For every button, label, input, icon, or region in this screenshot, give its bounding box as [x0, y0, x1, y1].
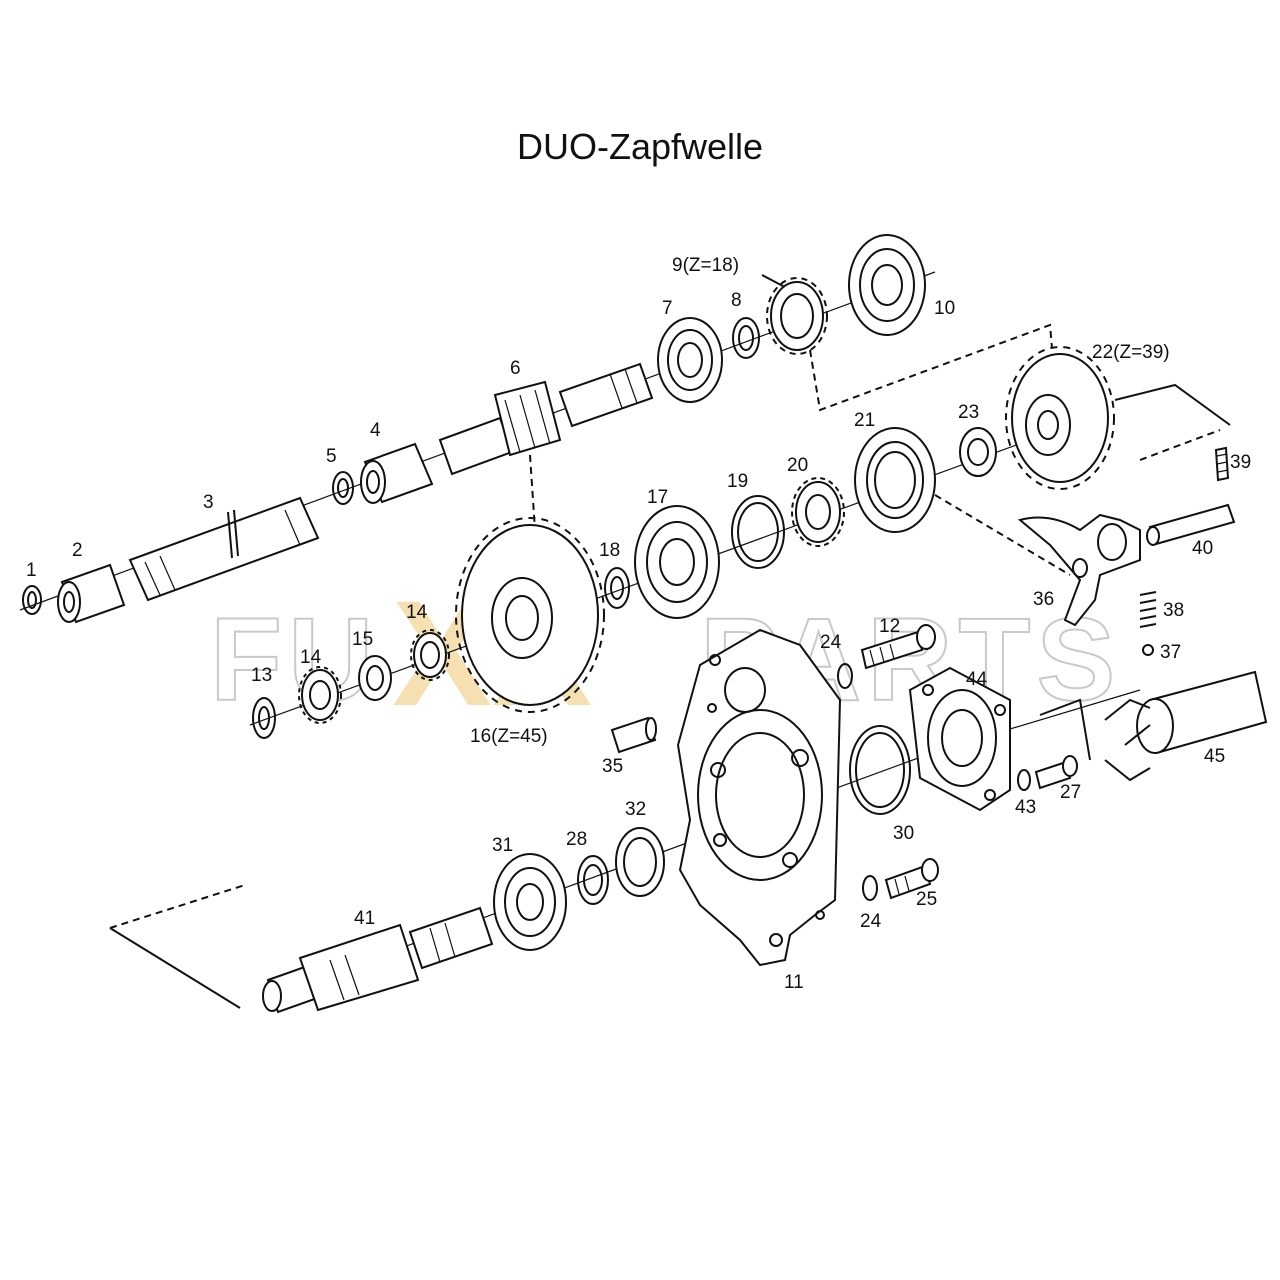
label-31: 31 — [492, 835, 513, 856]
label-6: 6 — [510, 358, 521, 379]
part-39-pin[interactable] — [1214, 446, 1230, 482]
label-22: 22(Z=39) — [1092, 342, 1170, 363]
label-9: 9(Z=18) — [672, 255, 739, 276]
label-39: 39 — [1230, 452, 1251, 473]
part-1-circlip[interactable] — [22, 585, 42, 615]
label-8: 8 — [731, 290, 742, 311]
part-31-bearing[interactable] — [493, 853, 567, 951]
label-44: 44 — [966, 669, 988, 690]
part-45-drive-sleeve[interactable] — [1104, 670, 1268, 782]
part-32-shaft-seal[interactable] — [615, 827, 665, 897]
label-19: 19 — [727, 471, 748, 492]
part-36-shift-fork[interactable] — [1017, 513, 1141, 627]
part-15-bushing[interactable] — [358, 655, 392, 701]
part-labels: 1 2 3 4 5 6 7 8 9(Z=18) 10 11 12 13 14 1… — [26, 255, 1251, 993]
part-10-bearing[interactable] — [848, 234, 926, 336]
part-9-gear[interactable] — [766, 277, 828, 355]
part-43-washer[interactable] — [1017, 769, 1031, 791]
label-43: 43 — [1015, 797, 1036, 818]
label-15: 15 — [352, 629, 373, 650]
label-14-right: 14 — [406, 602, 428, 623]
part-11-cover-housing[interactable] — [676, 628, 842, 967]
part-3-shaft[interactable] — [128, 496, 320, 602]
watermark-left: FU — [210, 594, 379, 726]
label-4: 4 — [370, 420, 381, 441]
label-28: 28 — [566, 829, 587, 850]
part-40-shift-rod[interactable] — [1146, 503, 1236, 546]
part-14-needle-bearing-right[interactable] — [410, 629, 450, 681]
label-16: 16(Z=45) — [470, 726, 548, 747]
part-25-bolt[interactable] — [884, 858, 939, 900]
label-12: 12 — [879, 616, 900, 637]
part-13-circlip[interactable] — [252, 697, 276, 739]
part-20-gear[interactable] — [791, 477, 845, 547]
label-21: 21 — [854, 410, 875, 431]
label-1: 1 — [26, 560, 37, 581]
label-35: 35 — [602, 756, 623, 777]
label-10: 10 — [934, 298, 955, 319]
label-38: 38 — [1163, 600, 1184, 621]
part-7-bearing[interactable] — [657, 317, 723, 403]
label-17: 17 — [647, 487, 668, 508]
part-22-gear[interactable] — [1005, 346, 1115, 490]
part-16-gear[interactable] — [455, 517, 605, 713]
part-24-washer-bottom[interactable] — [862, 875, 878, 901]
part-28-circlip[interactable] — [577, 855, 609, 905]
part-37-ball[interactable] — [1142, 644, 1154, 656]
label-18: 18 — [599, 540, 620, 561]
part-5-circlip[interactable] — [332, 471, 354, 505]
part-19-snap-ring[interactable] — [731, 495, 785, 569]
label-32: 32 — [625, 799, 646, 820]
part-17-bearing[interactable] — [634, 505, 720, 619]
part-12-bolt[interactable] — [860, 624, 936, 670]
label-7: 7 — [662, 298, 673, 319]
part-14-needle-bearing-left[interactable] — [298, 666, 342, 724]
part-6-gear-shaft[interactable] — [438, 362, 654, 476]
part-41-output-shaft[interactable] — [262, 906, 494, 1014]
label-40: 40 — [1192, 538, 1213, 559]
label-27: 27 — [1060, 782, 1081, 803]
part-8-circlip[interactable] — [732, 317, 760, 359]
part-4-bushing[interactable] — [360, 442, 434, 504]
label-5: 5 — [326, 446, 337, 467]
label-24-bottom: 24 — [860, 911, 882, 932]
part-35-dowel-pin[interactable] — [610, 716, 657, 754]
part-23-needle-bearing[interactable] — [959, 427, 997, 477]
part-38-spring[interactable] — [1139, 591, 1157, 628]
part-24-washer-top[interactable] — [837, 663, 853, 689]
part-30-seal-ring[interactable] — [849, 725, 911, 815]
label-36: 36 — [1033, 589, 1054, 610]
label-45: 45 — [1204, 746, 1225, 767]
label-20: 20 — [787, 455, 808, 476]
label-14-left: 14 — [300, 647, 322, 668]
part-27-bolt[interactable] — [1034, 755, 1078, 790]
label-3: 3 — [203, 492, 214, 513]
label-41: 41 — [354, 908, 375, 929]
label-11: 11 — [784, 972, 804, 993]
part-2-bushing[interactable] — [57, 563, 126, 624]
part-21-sliding-sleeve[interactable] — [854, 427, 936, 533]
label-30: 30 — [893, 823, 914, 844]
part-44-flange-housing[interactable] — [908, 666, 1011, 812]
label-13: 13 — [251, 665, 272, 686]
label-23: 23 — [958, 402, 979, 423]
label-2: 2 — [72, 540, 83, 561]
part-18-circlip[interactable] — [604, 567, 630, 609]
label-24-top: 24 — [820, 632, 842, 653]
label-25: 25 — [916, 889, 937, 910]
label-37: 37 — [1160, 642, 1181, 663]
page-title: DUO-Zapfwelle — [516, 126, 764, 167]
